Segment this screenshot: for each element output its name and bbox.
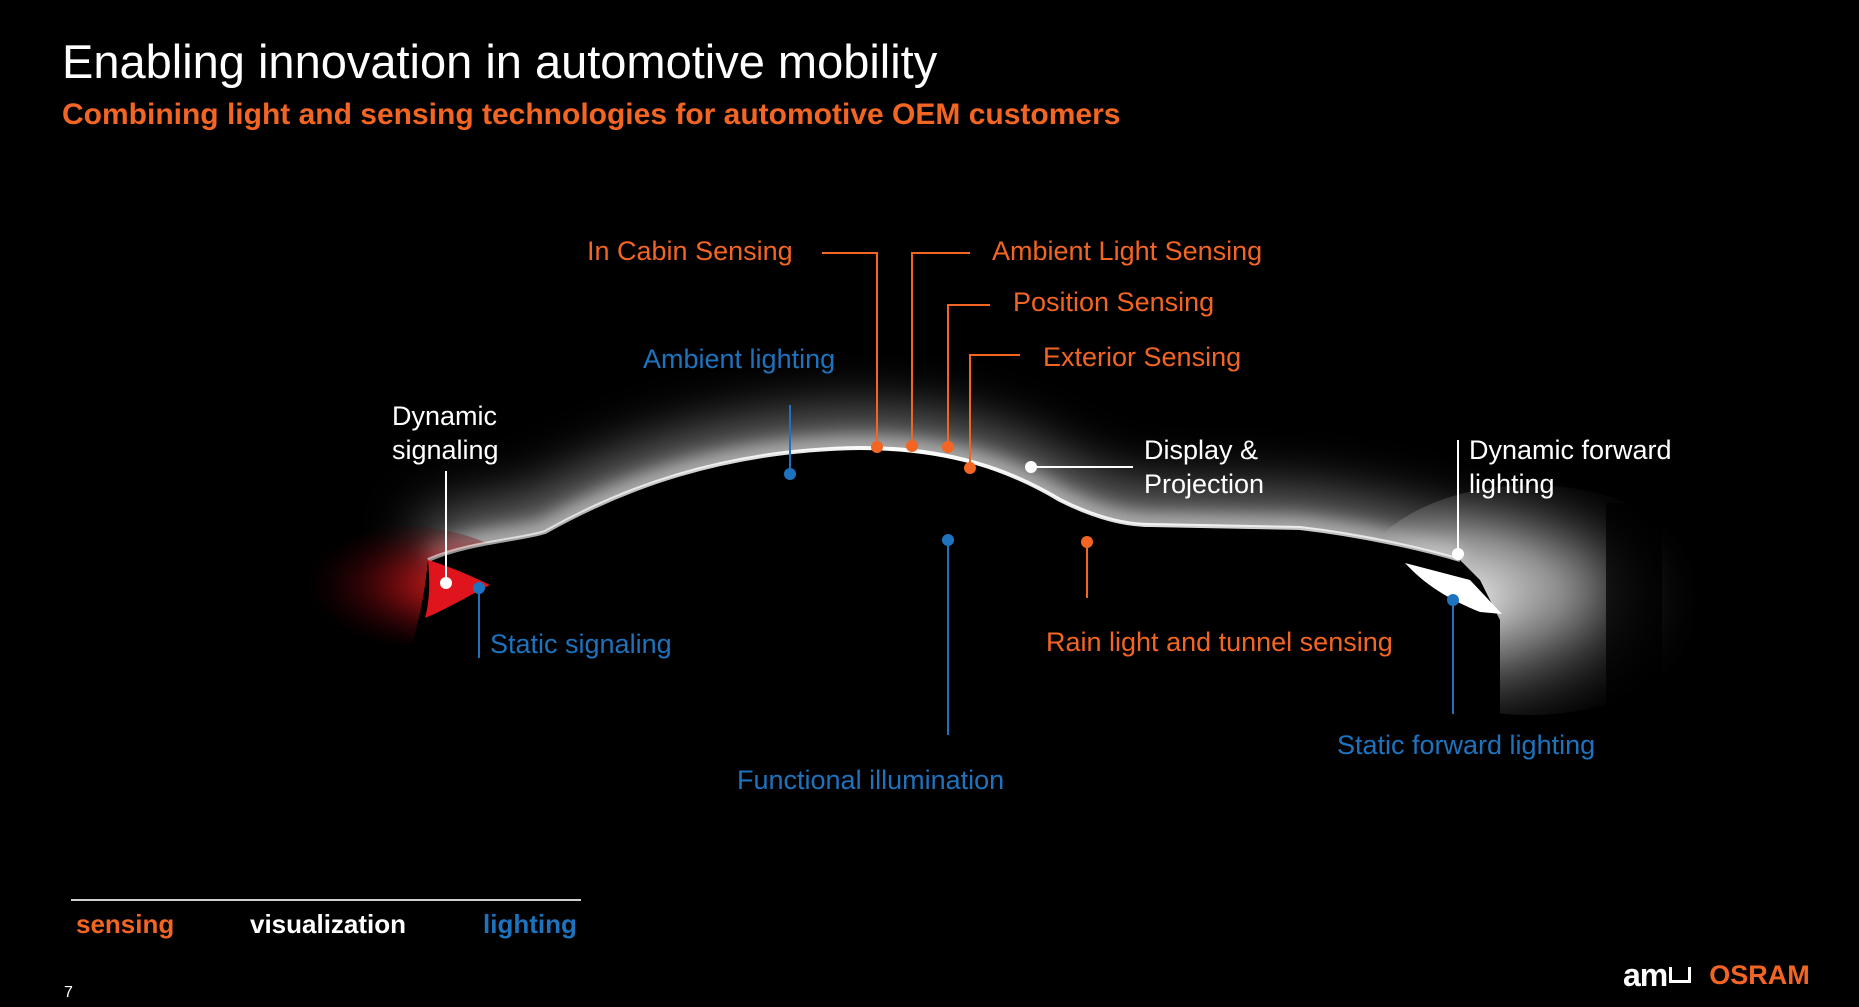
label-position-sensing: Position Sensing	[1013, 287, 1215, 317]
label-dynamic-forward-lighting-line1: Dynamic forward	[1469, 435, 1672, 465]
label-ambient-light-sensing: Ambient Light Sensing	[992, 236, 1263, 266]
label-rain-light-tunnel-sensing: Rain light and tunnel sensing	[1046, 627, 1393, 657]
label-display-projection-line1: Display &	[1144, 435, 1259, 465]
headlight	[1405, 563, 1502, 614]
leader-ambient-light-sensing	[911, 252, 970, 446]
page-number: 7	[64, 984, 73, 1001]
label-in-cabin-sensing: In Cabin Sensing	[587, 236, 793, 266]
label-ambient-lighting: Ambient lighting	[643, 344, 836, 374]
legend-divider	[71, 899, 581, 901]
marker-ambient-lighting	[784, 468, 796, 480]
headlight-edge	[1606, 503, 1662, 733]
slide-title: Enabling innovation in automotive mobili…	[62, 35, 938, 88]
label-dynamic-signaling-line2: signaling	[392, 435, 499, 465]
label-dynamic-forward-lighting-line2: lighting	[1469, 469, 1555, 499]
ams-logo-mark-icon	[1669, 967, 1692, 983]
legend-visualization: visualization	[250, 909, 407, 939]
marker-ambient-light-sensing	[906, 440, 918, 452]
leader-exterior-sensing	[969, 354, 1020, 468]
logo-ams-text: am	[1623, 956, 1668, 993]
marker-functional-illumination	[942, 534, 954, 546]
marker-static-signaling	[473, 582, 485, 594]
marker-rain-light-tunnel-sensing	[1081, 536, 1093, 548]
slide-subtitle: Combining light and sensing technologies…	[62, 98, 1121, 131]
legend-lighting: lighting	[483, 909, 577, 939]
tail-light	[425, 560, 490, 618]
label-display-projection: Display & Projection	[1144, 433, 1264, 501]
marker-dynamic-signaling	[440, 577, 452, 589]
marker-display-projection	[1025, 461, 1037, 473]
marker-dynamic-forward-lighting	[1452, 548, 1464, 560]
label-static-signaling: Static signaling	[490, 629, 672, 659]
label-dynamic-signaling: Dynamic signaling	[392, 399, 499, 467]
company-logo: am OSRAM	[1623, 957, 1810, 993]
legend-sensing: sensing	[76, 909, 175, 939]
leader-position-sensing	[947, 304, 990, 447]
label-static-forward-lighting: Static forward lighting	[1337, 730, 1596, 760]
marker-position-sensing	[942, 441, 954, 453]
leader-in-cabin-sensing	[822, 252, 878, 447]
car-body	[410, 448, 1500, 1007]
logo-osram-text: OSRAM	[1709, 959, 1810, 990]
label-exterior-sensing: Exterior Sensing	[1043, 342, 1242, 372]
label-dynamic-signaling-line1: Dynamic	[392, 401, 498, 431]
car-roofline	[427, 445, 1461, 562]
label-dynamic-forward-lighting: Dynamic forward lighting	[1469, 433, 1672, 501]
label-display-projection-line2: Projection	[1144, 469, 1265, 499]
marker-in-cabin-sensing	[871, 441, 883, 453]
label-functional-illumination: Functional illumination	[737, 765, 1005, 795]
marker-static-forward-lighting	[1447, 594, 1459, 606]
marker-exterior-sensing	[964, 462, 976, 474]
